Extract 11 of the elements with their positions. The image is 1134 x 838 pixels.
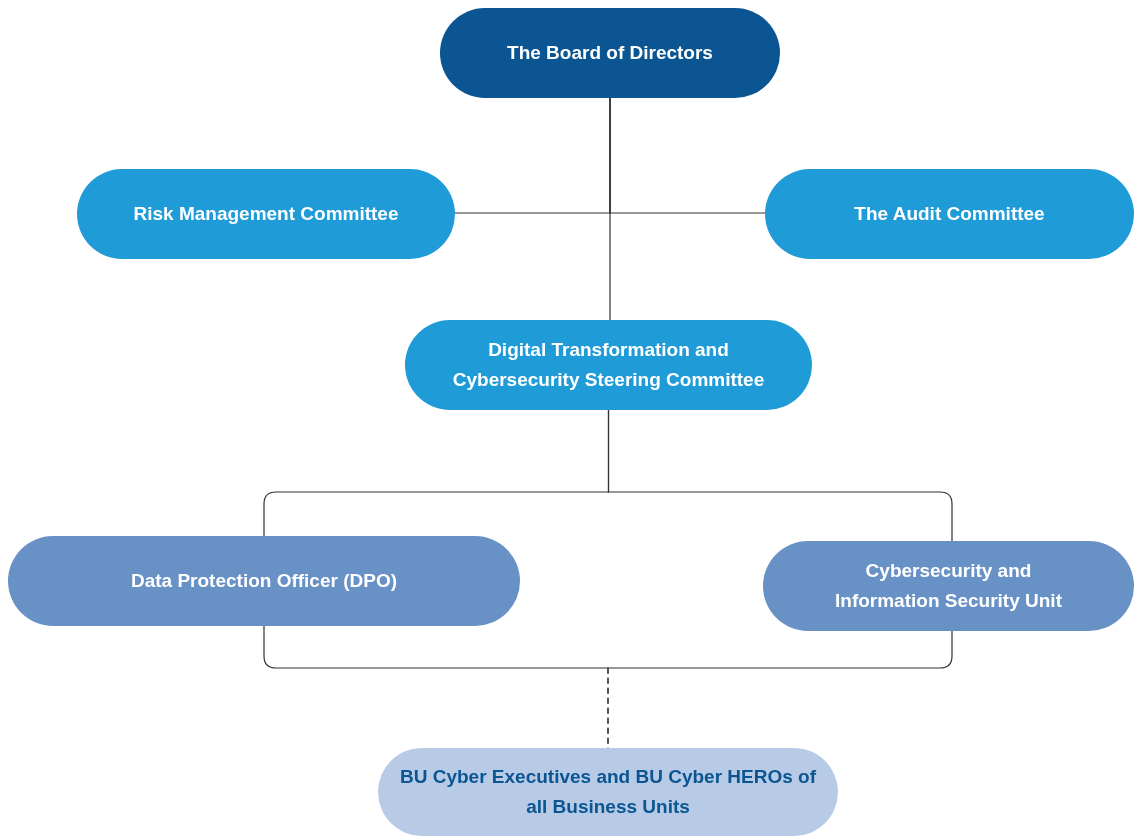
node-label: BU Cyber Executives and BU Cyber HEROs of all Business Units [399,765,817,819]
node-label: Digital Transformation and Cybersecurity Steering Committee [451,338,766,392]
connector-line [609,97,766,214]
rounded-box [765,169,1134,259]
connector-line [607,409,953,542]
node-label: The Audit Committee [853,202,1046,226]
node-label: Data Protection Officer (DPO) [129,569,398,593]
node-label: Risk Management Committee [132,202,400,226]
node-label: The Board of Directors [506,41,714,65]
node-label: Cybersecurity and Information Security Unit [834,559,1063,613]
rounded-box [763,541,1134,631]
